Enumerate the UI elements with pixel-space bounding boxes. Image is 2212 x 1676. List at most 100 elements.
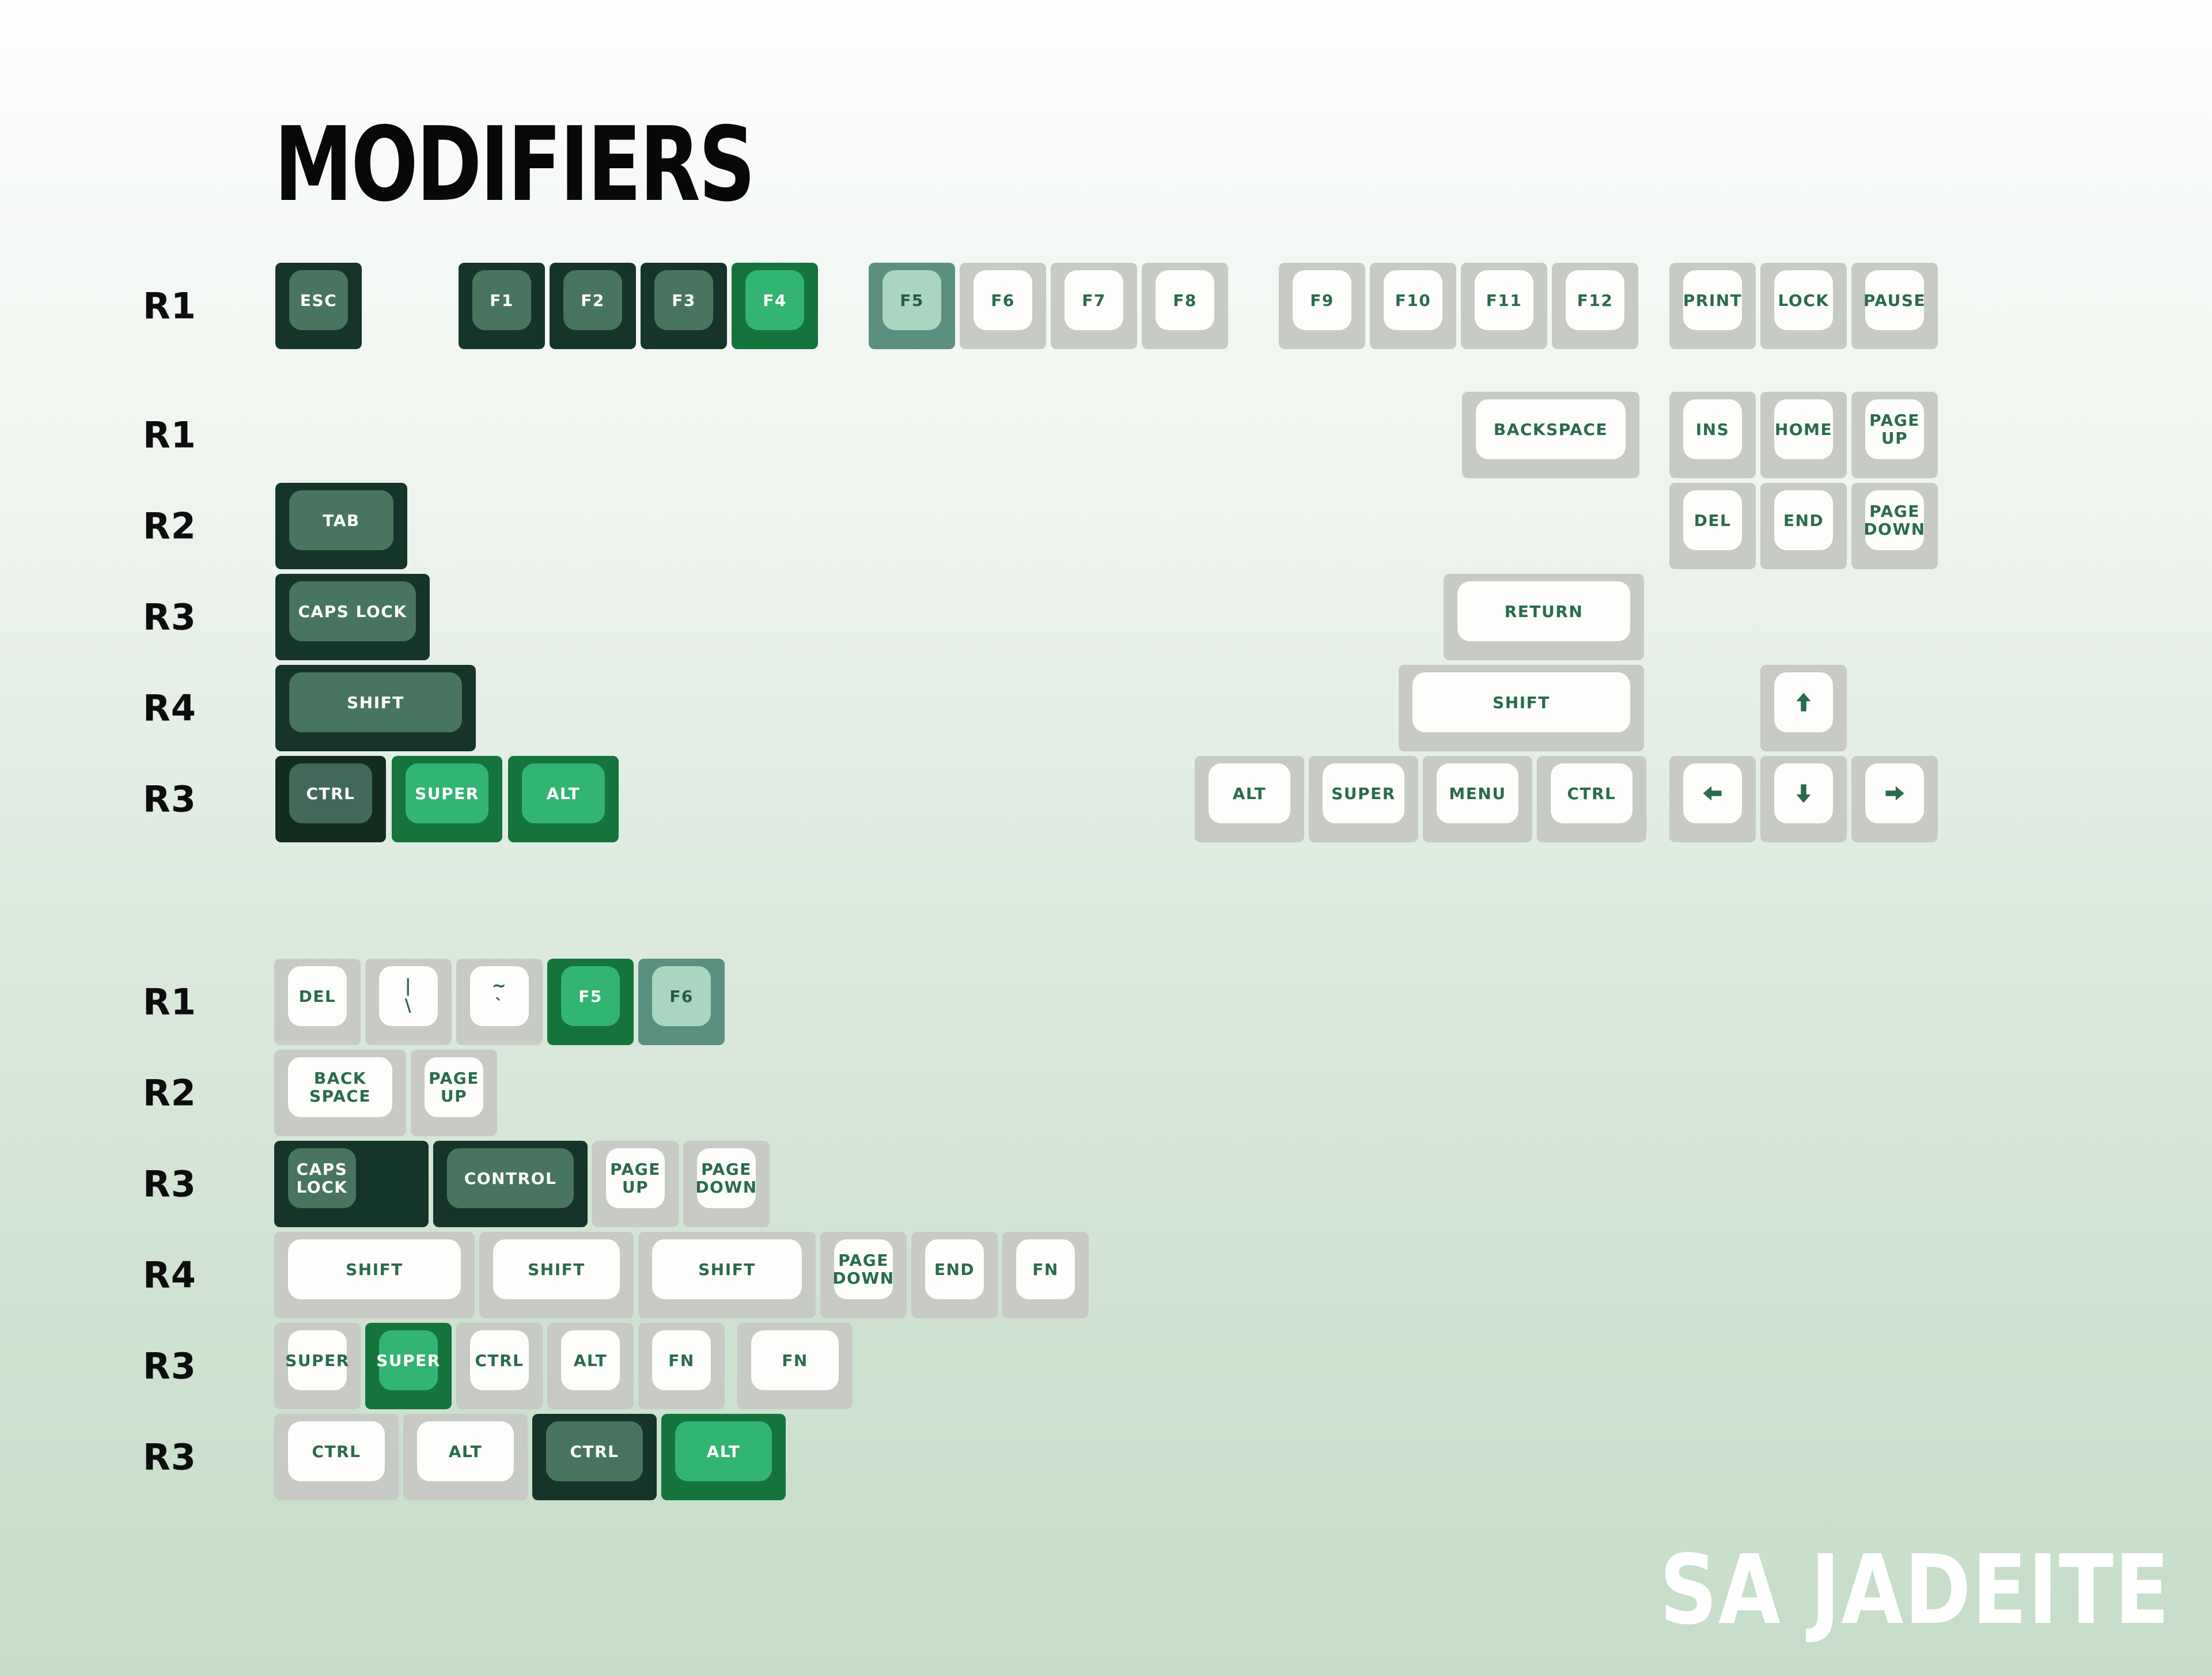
keycap-top: ESC [289,270,348,330]
key-legend: ESC [300,290,338,310]
row-label-r2: R2 [143,505,196,547]
key-alt-2: ALT [403,1414,528,1500]
key-legend: BACK [313,1069,367,1088]
key-backspace: BACKSPACE [1462,392,1639,478]
keycap-top: SUPER [406,763,488,823]
keycap-top: F4 [745,270,804,330]
key-esc: ESC [275,263,362,349]
key-legend: F2 [581,290,605,310]
key-legend: FN [668,1350,695,1370]
arrow-left-icon [1703,786,1722,801]
key-f10: F10 [1370,263,1456,349]
keycap-top: F6 [652,966,711,1026]
key-legend: F1 [490,290,514,310]
key-legend: INS [1695,419,1730,439]
key-tilde: ~` [456,959,543,1045]
keycap-top: TAB [289,490,393,550]
key-legend: PAGE [610,1160,661,1179]
key-alt-left: ALT [508,756,619,842]
key-legend: ALT [1232,784,1267,803]
key-arrow-up [1760,665,1847,751]
key-f11: F11 [1461,263,1547,349]
key-tab: TAB [275,483,407,569]
row-label-r3: R3 [143,778,196,820]
key-legend: DOWN [695,1178,757,1197]
row-label-r3: R3 [143,596,196,638]
key-legend: CONTROL [464,1168,557,1188]
key-legend: F5 [578,986,603,1006]
keycap-top: PAUSE [1863,270,1925,330]
key-print: PRINT [1669,263,1756,349]
key-legend: CTRL [306,784,355,803]
keycap-top [1774,672,1833,732]
key-super-left: SUPER [392,756,502,842]
keycap-top: ALT [675,1421,772,1481]
keycap-top: SUPER [1323,763,1404,823]
keycap-top: FN [652,1330,711,1390]
keycap-top: INS [1683,399,1742,459]
key-legend: FN [1032,1259,1059,1279]
page-title: MODIFIERS [274,105,756,224]
key-f1: F1 [459,263,545,349]
key-shift-right: SHIFT [1399,665,1644,751]
key-legend: F7 [1082,290,1106,310]
key-legend: DOWN [832,1269,895,1288]
key-shift-200: SHIFT [638,1232,816,1318]
row-label-r3: R3 [143,1345,196,1387]
key-legend: PAGE [838,1251,889,1270]
key-f3: F3 [641,263,727,349]
key-legend: MENU [1449,784,1506,803]
key-lock: LOCK [1760,263,1847,349]
keycap-top: HOME [1774,399,1833,459]
key-legend: ALT [448,1442,483,1461]
key-legend: HOME [1774,419,1833,439]
keycap-top: DEL [288,966,347,1026]
brand-logo: SA JADEITE [1660,1535,2171,1646]
key-legend: PRINT [1683,290,1743,310]
key-legend: DEL [1694,510,1732,530]
key-legend: FN [782,1350,808,1370]
key-shift-225: SHIFT [274,1232,475,1318]
key-legend: F6 [991,290,1015,310]
key-f8: F8 [1142,263,1228,349]
key-fn-1: FN [1002,1232,1089,1318]
arrow-up-icon [1796,693,1811,712]
key-shift-175: SHIFT [479,1232,634,1318]
key-legend: CTRL [1567,784,1616,803]
key-legend: F10 [1395,290,1431,310]
key-end-nav: END [1760,483,1847,569]
key-fn-2: FN [638,1323,725,1409]
key-f5: F5 [869,263,955,349]
key-legend: ` [494,996,505,1016]
key-home: HOME [1760,392,1847,478]
key-legend: SUPER [1331,784,1396,803]
key-legend: LOCK [1778,290,1830,310]
keycap-top: END [1774,490,1833,550]
keycap-top: |\ [379,966,438,1026]
key-ctrl-right: CTRL [1537,756,1646,842]
keycap-top: F5 [561,966,620,1026]
key-legend: F8 [1173,290,1197,310]
keycap-top: ~` [470,966,529,1026]
keycap-top: F7 [1065,270,1123,330]
key-control: CONTROL [433,1141,588,1227]
key-menu: MENU [1423,756,1532,842]
key-f5-alt: F5 [547,959,634,1045]
key-ctrl-1: CTRL [456,1323,543,1409]
key-legend: SPACE [309,1087,371,1106]
key-caps-lock: CAPS LOCK [275,574,430,660]
keycap-top: SHIFT [289,672,462,732]
row-label-r1: R1 [143,285,196,327]
key-f4: F4 [732,263,818,349]
keycap-top: ALT [1209,763,1290,823]
key-ctrl-dark: CTRL [532,1414,657,1500]
keycap-top: LOCK [1774,270,1833,330]
keycap-top: F1 [472,270,531,330]
key-f2: F2 [550,263,636,349]
key-alt-1: ALT [547,1323,634,1409]
